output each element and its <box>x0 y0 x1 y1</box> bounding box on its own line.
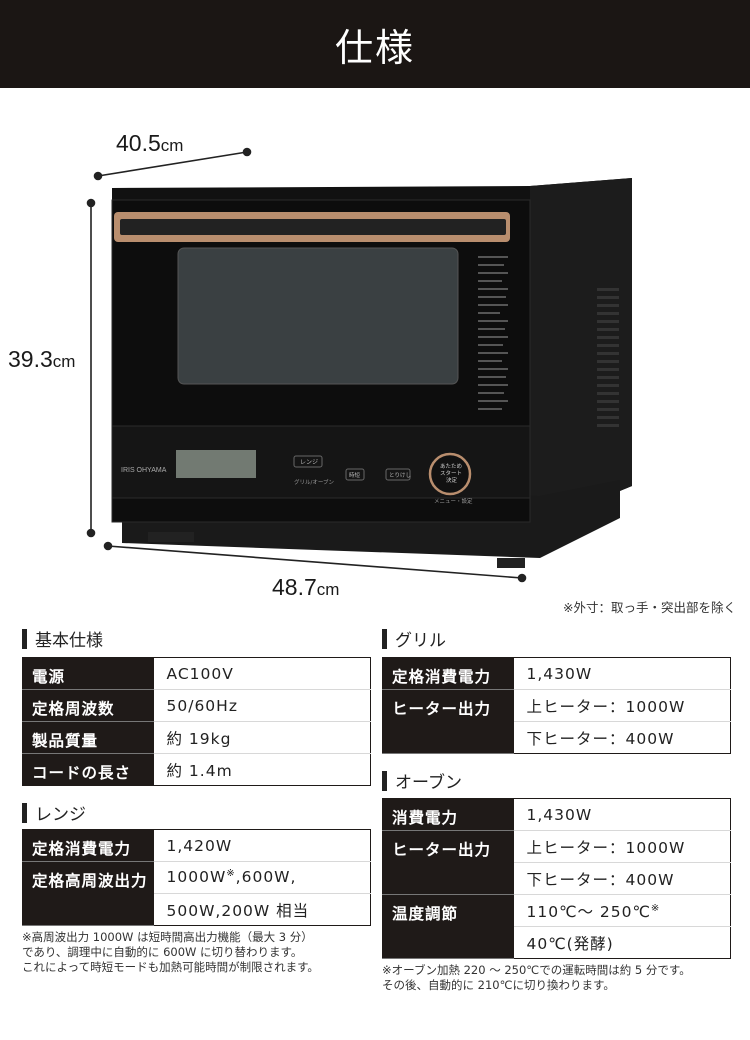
basic-spec-heading: 基本仕様 <box>22 626 103 651</box>
grill-oven-button-label: グリル/オーブン <box>294 478 335 486</box>
table-row: 製品質量約 19kg <box>22 721 371 754</box>
table-row: 500W,200W 相当 <box>23 893 371 926</box>
range-note: ※高周波出力 1000W は短時間高出力機能（最大 3 分）であり、調理中に自動… <box>22 930 319 974</box>
range-button-label: レンジ <box>300 459 318 466</box>
microwave-illustration: IRIS OHYAMA レンジ グリル/オーブン 時短 とりけし あたため スタ… <box>86 147 632 583</box>
cancel-button-label: とりけし <box>389 472 411 479</box>
depth-dimension-line <box>107 545 523 579</box>
width-dimension: 40.5cm <box>116 130 184 156</box>
table-row: 40℃(発酵) <box>383 926 731 959</box>
lcd-display <box>176 450 256 478</box>
table-row: ヒーター出力上ヒーター：1000W <box>382 830 731 895</box>
oven-note: ※オーブン加熱 220 ～ 250℃での運転時間は約 5 分です。その後、自動的… <box>382 963 691 992</box>
table-row: 下ヒーター：400W <box>383 721 731 754</box>
control-dial <box>428 452 472 496</box>
width-dimension-line <box>97 151 248 177</box>
dial-label-1: あたため <box>440 463 462 470</box>
dial-label-2: スタート <box>440 469 462 477</box>
range-spec-heading: レンジ <box>22 800 86 825</box>
page-title: 仕様 <box>334 25 415 70</box>
table-row: コードの長さ約 1.4m <box>22 753 371 786</box>
dial-label-3: 決定 <box>446 476 458 484</box>
brand-logo: IRIS OHYAMA <box>121 467 167 474</box>
height-dimension: 39.3cm <box>8 346 76 372</box>
depth-dimension: 48.7cm <box>272 574 340 600</box>
dimension-note: ※外寸：取っ手・突出部を除く <box>563 600 736 615</box>
product-figure: IRIS OHYAMA レンジ グリル/オーブン 時短 とりけし あたため スタ… <box>0 88 750 618</box>
table-row: ヒーター出力上ヒーター：1000W <box>382 689 731 754</box>
dial-caption: メニュー・設定 <box>434 497 473 505</box>
door-window <box>177 247 459 385</box>
page-header: 仕様 <box>0 0 750 88</box>
oven-spec-heading: オーブン <box>382 768 462 793</box>
table-row: 下ヒーター：400W <box>383 862 731 895</box>
grill-spec-heading: グリル <box>382 626 446 651</box>
time-button-label: 時短 <box>349 471 361 479</box>
